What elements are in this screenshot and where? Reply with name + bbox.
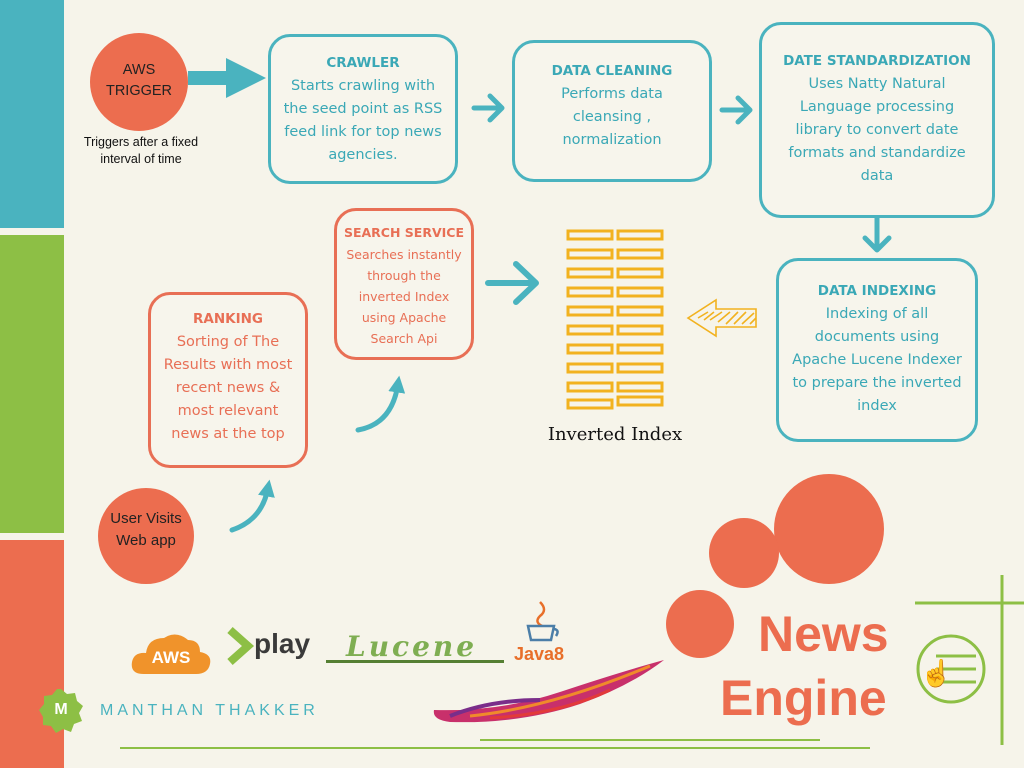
aws-trigger-circle — [90, 33, 188, 131]
trigger-note: Triggers after a fixed interval of time — [83, 135, 199, 166]
apache-feather-icon — [433, 660, 664, 723]
java-logo: Java8 — [512, 600, 572, 668]
user-label: User Visits Web app — [110, 510, 182, 549]
crawler-box: CRAWLER Starts crawling with the seed po… — [268, 34, 458, 184]
data-cleaning-desc: Performs data cleansing , normalization — [561, 86, 663, 148]
date-standardization-box: DATE STANDARDIZATION Uses Natty Natural … — [759, 22, 995, 218]
play-logo-text: play — [254, 628, 311, 659]
arrow-trigger-to-crawler — [188, 58, 266, 98]
arrow-indexing-to-index — [686, 298, 757, 338]
brand-news: News — [758, 606, 889, 662]
data-indexing-title: DATA INDEXING — [817, 283, 937, 299]
data-indexing-box: DATA INDEXING Indexing of all documents … — [776, 258, 978, 442]
author-name: MANTHAN THAKKER — [100, 702, 319, 719]
ranking-desc: Sorting of The Results with most recent … — [163, 334, 293, 442]
play-logo: play — [226, 626, 318, 666]
left-bar-teal — [0, 0, 64, 228]
decor-circle-small — [666, 590, 734, 658]
lucene-logo-text: Lucene — [346, 630, 478, 663]
left-bar-coral — [0, 540, 64, 768]
search-service-desc: Searches instantly through the inverted … — [346, 247, 462, 346]
aws-logo: AWS — [130, 626, 212, 678]
aws-cloud-icon — [131, 634, 211, 674]
author-badge-icon — [39, 689, 83, 733]
brand-engine: Engine — [720, 670, 887, 726]
arrow-crawler-to-cleaning — [471, 93, 505, 123]
search-service-box: SEARCH SERVICE Searches instantly throug… — [334, 208, 474, 360]
play-chevron-icon — [227, 627, 255, 665]
arrow-ranking-to-search — [355, 375, 406, 433]
decor-circle-large — [774, 474, 884, 584]
apache-feather-logo — [430, 656, 670, 726]
ranking-title: RANKING — [192, 311, 263, 327]
aws-trigger-label: AWS TRIGGER — [105, 62, 173, 99]
inverted-index-label: Inverted Index — [547, 424, 683, 445]
hand-cursor-icon: ☝ — [920, 658, 953, 688]
data-cleaning-title: DATA CLEANING — [551, 63, 673, 79]
arrow-search-to-index — [485, 261, 539, 305]
java-logo-text: Java8 — [514, 644, 565, 664]
author-initial: M — [54, 701, 68, 718]
lucene-logo: Lucene — [326, 630, 504, 666]
lucene-underline — [326, 660, 504, 663]
left-bar-green — [0, 235, 64, 533]
data-indexing-desc: Indexing of all documents using Apache L… — [792, 306, 962, 414]
java-cup-icon — [526, 601, 559, 642]
search-service-title: SEARCH SERVICE — [343, 225, 465, 240]
author-badge: M — [38, 688, 84, 734]
date-standardization-desc: Uses Natty Natural Language processing l… — [788, 76, 966, 184]
crawler-title: CRAWLER — [326, 55, 400, 71]
decor-circle-medium — [709, 518, 779, 588]
aws-logo-text: AWS — [151, 648, 191, 667]
arrow-user-to-ranking — [229, 479, 275, 533]
arrow-date-to-indexing — [862, 215, 892, 253]
ranking-box: RANKING Sorting of The Results with most… — [148, 292, 308, 468]
date-standardization-title: DATE STANDARDIZATION — [783, 53, 971, 69]
crawler-desc: Starts crawling with the seed point as R… — [283, 78, 443, 163]
inverted-index-icon — [566, 229, 664, 410]
menu-icon — [916, 634, 986, 704]
data-cleaning-box: DATA CLEANING Performs data cleansing , … — [512, 40, 712, 182]
arrow-cleaning-to-date — [719, 95, 753, 125]
user-circle — [98, 488, 194, 584]
